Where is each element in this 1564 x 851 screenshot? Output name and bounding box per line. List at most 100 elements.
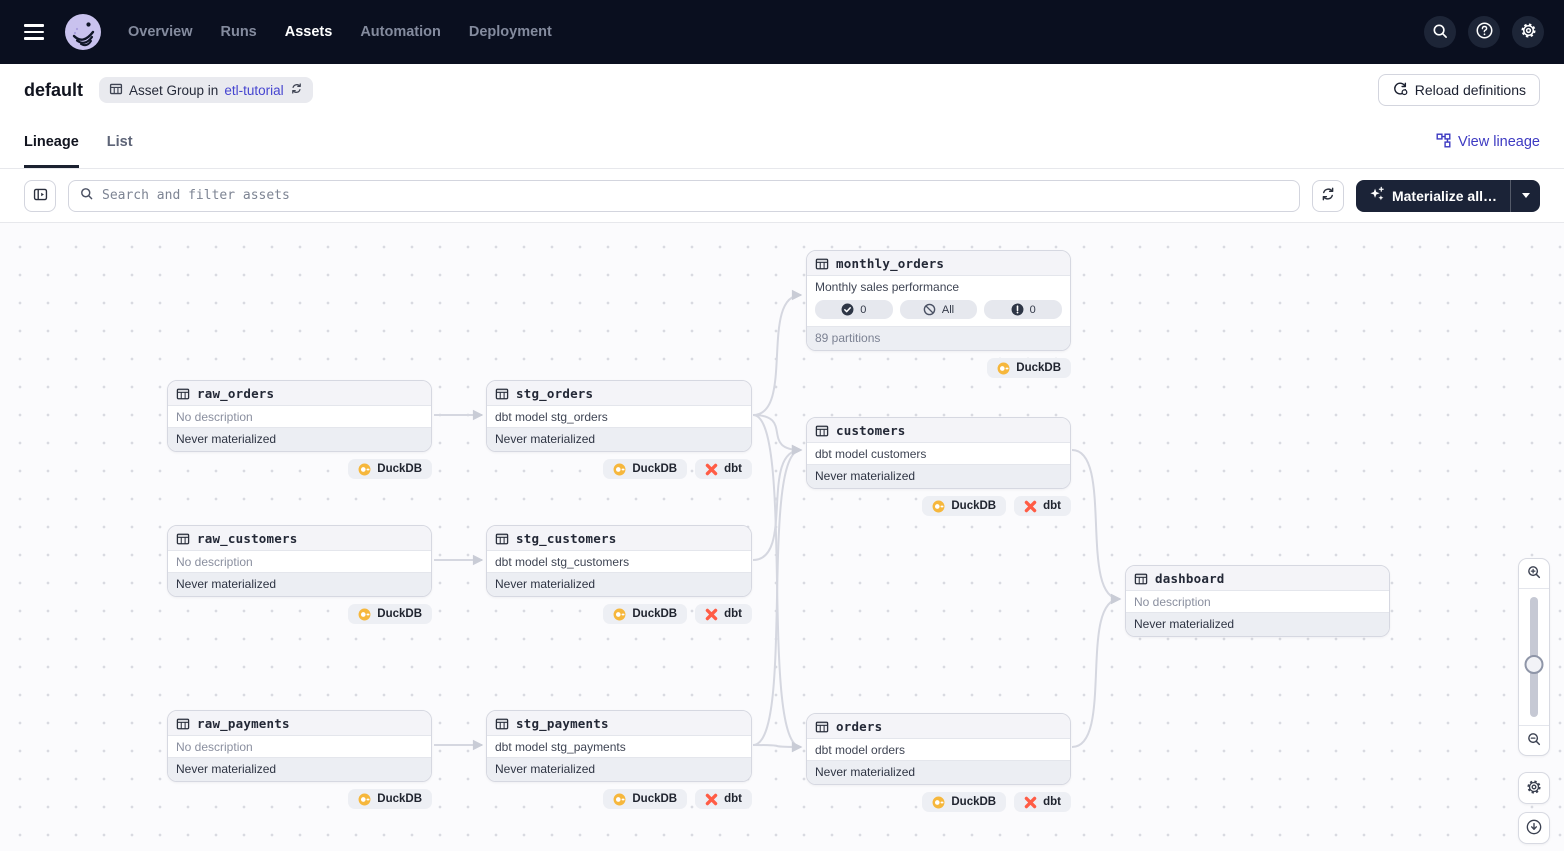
table-icon <box>176 387 190 401</box>
duckdb-kind-badge[interactable]: DuckDB <box>987 358 1071 378</box>
lineage-edge-stg_orders-to-orders <box>753 415 801 747</box>
asset-card[interactable]: stg_customersdbt model stg_customersNeve… <box>486 525 752 597</box>
dbt-kind-badge[interactable]: dbt <box>695 459 752 479</box>
tab-list[interactable]: List <box>107 116 133 168</box>
materialize-all-button[interactable]: Materialize all… <box>1356 180 1510 212</box>
refresh-icon <box>290 82 303 98</box>
top-navigation-bar: Overview Runs Assets Automation Deployme… <box>0 0 1564 64</box>
nav-item-assets[interactable]: Assets <box>285 24 333 40</box>
asset-status: Never materialized <box>1126 612 1389 636</box>
chevron-down-icon <box>1522 193 1530 198</box>
nav-item-runs[interactable]: Runs <box>221 24 257 40</box>
partition-pill[interactable]: 0 <box>815 300 893 319</box>
partition-pill-label: 0 <box>1030 304 1036 316</box>
settings-icon <box>1519 21 1538 43</box>
asset-node-raw_payments: raw_paymentsNo descriptionNever material… <box>167 710 432 809</box>
lineage-canvas[interactable]: monthly_ordersMonthly sales performance0… <box>0 223 1564 851</box>
kind-badges: DuckDB <box>806 358 1071 378</box>
duckdb-kind-badge[interactable]: DuckDB <box>348 459 432 479</box>
partition-status-pills: 0 All 0 <box>807 297 1070 326</box>
help-button[interactable] <box>1468 16 1500 48</box>
table-icon <box>176 717 190 731</box>
page-header: default Asset Group in etl-tutorial Relo… <box>0 64 1564 116</box>
tab-lineage[interactable]: Lineage <box>24 116 79 168</box>
dbt-kind-badge[interactable]: dbt <box>1014 496 1071 516</box>
hamburger-menu-button[interactable] <box>20 18 48 46</box>
duckdb-icon <box>932 796 945 809</box>
duckdb-icon <box>613 793 626 806</box>
asset-status: Never materialized <box>807 464 1070 488</box>
asset-card[interactable]: stg_paymentsdbt model stg_paymentsNever … <box>486 710 752 782</box>
asset-status: Never materialized <box>487 757 751 781</box>
asset-name: raw_payments <box>197 716 290 731</box>
table-icon <box>176 532 190 546</box>
search-button[interactable] <box>1424 16 1456 48</box>
asset-card[interactable]: raw_customersNo descriptionNever materia… <box>167 525 432 597</box>
duckdb-kind-badge[interactable]: DuckDB <box>603 604 687 624</box>
asset-node-raw_customers: raw_customersNo descriptionNever materia… <box>167 525 432 624</box>
zoom-out-button[interactable] <box>1519 725 1549 755</box>
asset-card[interactable]: ordersdbt model ordersNever materialized <box>806 713 1071 785</box>
dbt-kind-badge[interactable]: dbt <box>695 604 752 624</box>
asset-name: orders <box>836 719 882 734</box>
kind-badge-label: DuckDB <box>377 463 422 475</box>
zoom-slider-handle[interactable] <box>1525 655 1544 674</box>
recenter-view-button[interactable] <box>1518 812 1550 844</box>
table-icon <box>495 532 509 546</box>
asset-status: Never materialized <box>168 427 431 451</box>
zoom-in-icon <box>1526 564 1542 583</box>
kind-badge-label: DuckDB <box>632 463 677 475</box>
materialize-dropdown-button[interactable] <box>1510 180 1540 212</box>
view-lineage-link[interactable]: View lineage <box>1436 116 1540 168</box>
primary-nav: Overview Runs Assets Automation Deployme… <box>128 24 552 40</box>
kind-badges: DuckDB dbt <box>486 604 752 624</box>
duckdb-kind-badge[interactable]: DuckDB <box>348 789 432 809</box>
duckdb-kind-badge[interactable]: DuckDB <box>922 496 1006 516</box>
recenter-icon <box>1525 818 1543 839</box>
asset-card[interactable]: raw_paymentsNo descriptionNever material… <box>167 710 432 782</box>
zoom-panel <box>1518 558 1550 756</box>
duckdb-kind-badge[interactable]: DuckDB <box>348 604 432 624</box>
asset-card[interactable]: customersdbt model customersNever materi… <box>806 417 1071 489</box>
asset-group-badge[interactable]: Asset Group in etl-tutorial <box>99 77 313 103</box>
asset-description: dbt model stg_customers <box>487 551 751 572</box>
partition-pill[interactable]: 0 <box>984 300 1062 319</box>
nav-item-deployment[interactable]: Deployment <box>469 24 552 40</box>
kind-badge-label: DuckDB <box>377 793 422 805</box>
code-location-link[interactable]: etl-tutorial <box>224 83 283 98</box>
duckdb-kind-badge[interactable]: DuckDB <box>603 459 687 479</box>
partition-pill[interactable]: All <box>900 300 978 319</box>
zoom-in-button[interactable] <box>1519 559 1549 589</box>
asset-name: customers <box>836 423 906 438</box>
asset-node-header: monthly_orders <box>807 251 1070 276</box>
settings-button[interactable] <box>1512 16 1544 48</box>
asset-card[interactable]: raw_ordersNo descriptionNever materializ… <box>167 380 432 452</box>
panel-expand-icon <box>32 186 49 206</box>
asset-group-label: Asset Group in <box>129 83 218 98</box>
lineage-graph-icon <box>1436 133 1451 152</box>
dbt-icon <box>1024 500 1037 513</box>
kind-badges: DuckDB <box>167 459 432 479</box>
dbt-kind-badge[interactable]: dbt <box>695 789 752 809</box>
graph-settings-button[interactable] <box>1518 772 1550 804</box>
table-icon <box>815 257 829 271</box>
asset-card[interactable]: stg_ordersdbt model stg_ordersNever mate… <box>486 380 752 452</box>
search-input[interactable] <box>102 188 1289 203</box>
refresh-graph-button[interactable] <box>1312 180 1344 212</box>
reload-definitions-label: Reload definitions <box>1415 82 1526 98</box>
toggle-sidebar-button[interactable] <box>24 180 56 212</box>
kind-badges: DuckDB dbt <box>486 459 752 479</box>
asset-group-icon <box>109 82 123 99</box>
dbt-kind-badge[interactable]: dbt <box>1014 792 1071 812</box>
asset-card[interactable]: monthly_ordersMonthly sales performance0… <box>806 250 1071 351</box>
reload-definitions-button[interactable]: Reload definitions <box>1378 74 1540 106</box>
dagster-logo[interactable] <box>64 13 102 51</box>
duckdb-kind-badge[interactable]: DuckDB <box>603 789 687 809</box>
asset-card[interactable]: dashboardNo descriptionNever materialize… <box>1125 565 1390 637</box>
nav-item-automation[interactable]: Automation <box>360 24 441 40</box>
lineage-edge-orders-to-dashboard <box>1072 599 1120 747</box>
nav-item-overview[interactable]: Overview <box>128 24 193 40</box>
duckdb-kind-badge[interactable]: DuckDB <box>922 792 1006 812</box>
asset-name: monthly_orders <box>836 256 944 271</box>
asset-node-raw_orders: raw_ordersNo descriptionNever materializ… <box>167 380 432 479</box>
